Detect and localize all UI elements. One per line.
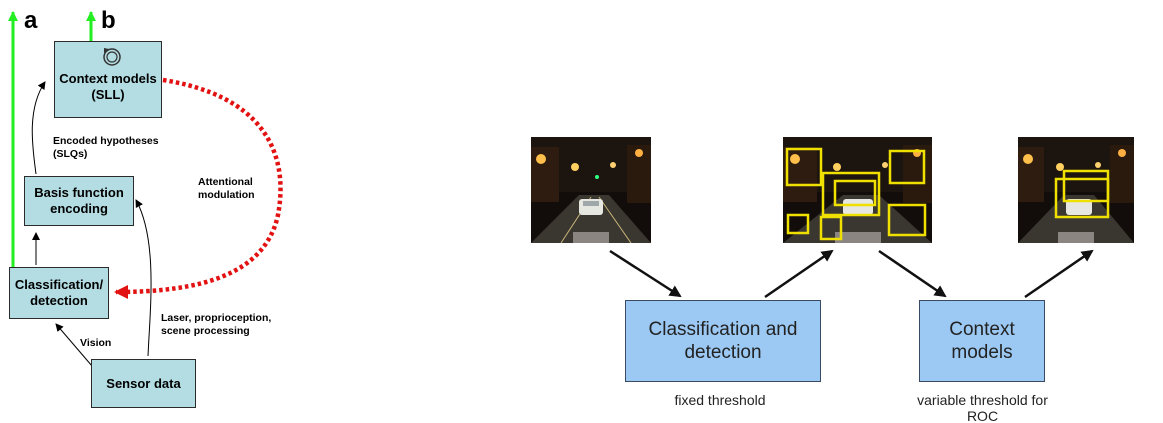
refresh-icon bbox=[103, 48, 121, 66]
vision-text: Vision bbox=[80, 337, 112, 349]
basis-function-box: Basis function encoding bbox=[24, 176, 134, 226]
detection-box bbox=[833, 179, 877, 207]
detection-box bbox=[819, 215, 843, 241]
attentional-modulation-text: Attentional modulation bbox=[198, 176, 255, 201]
detection-box bbox=[888, 149, 926, 185]
detection-box bbox=[786, 213, 810, 235]
arrow-sensor-to-basis bbox=[135, 199, 152, 357]
variable-threshold-caption: variable threshold for ROC bbox=[917, 392, 1048, 423]
context-models-box-right: Context models bbox=[919, 300, 1045, 382]
arrow-image2-to-context bbox=[878, 249, 947, 298]
label-a: a bbox=[24, 7, 38, 34]
label-b: b bbox=[101, 7, 116, 34]
night-street-image-context bbox=[1018, 137, 1134, 243]
encoded-hypotheses-text: Encoded hypotheses (SLQs) bbox=[53, 135, 159, 160]
classification-detection-box: Classification and detection bbox=[625, 300, 821, 382]
sensor-data-label: Sensor data bbox=[106, 375, 181, 391]
context-models-label: Context models (SLL) bbox=[59, 70, 157, 102]
arrow-sensor-to-classification bbox=[55, 323, 93, 367]
arrow-image1-to-classification bbox=[609, 249, 682, 298]
arrow-classification-to-image2 bbox=[764, 249, 834, 299]
fixed-threshold-caption: fixed threshold bbox=[674, 392, 766, 408]
detection-box bbox=[887, 203, 927, 237]
detection-box bbox=[1062, 169, 1110, 203]
basis-function-label: Basis function encoding bbox=[34, 185, 124, 216]
night-street-image-detections bbox=[783, 137, 932, 243]
classification-label-left: Classification/ detection bbox=[14, 277, 104, 308]
arrow-basis-to-context bbox=[31, 81, 46, 175]
arrow-context-to-image3 bbox=[1024, 249, 1094, 299]
detection-box bbox=[821, 171, 881, 217]
classification-detection-label: Classification and detection bbox=[648, 319, 798, 363]
classification-box-left: Classification/ detection bbox=[9, 267, 109, 319]
detection-box bbox=[785, 147, 823, 187]
red-dotted-arrow bbox=[114, 77, 283, 299]
night-street-image-input bbox=[531, 137, 651, 243]
laser-proprioception-text: Laser, proprioception, scene processing bbox=[161, 312, 272, 337]
sensor-data-box: Sensor data bbox=[91, 359, 196, 408]
context-models-label-right: Context models bbox=[949, 319, 1015, 363]
